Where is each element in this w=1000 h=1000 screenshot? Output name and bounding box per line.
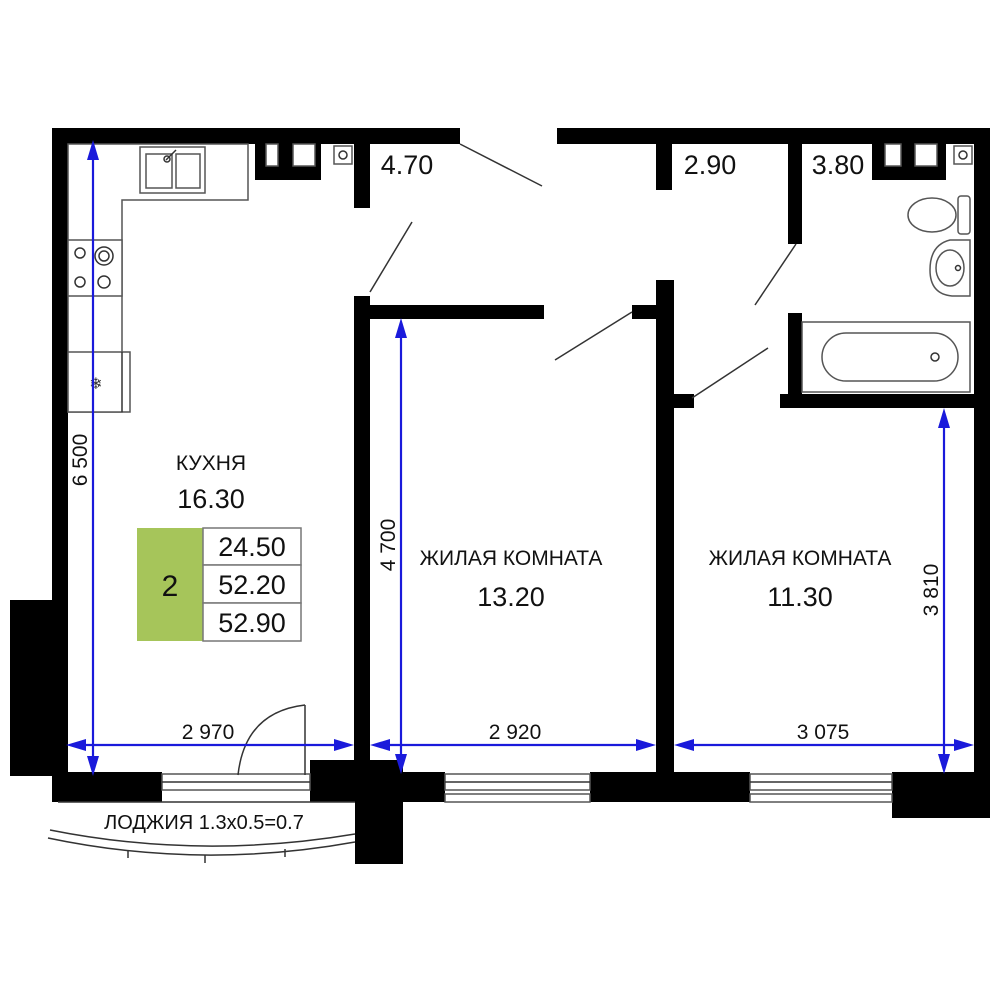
kitchen-height-dim: 6 500 xyxy=(69,434,92,487)
balcony-door xyxy=(237,704,306,776)
fridge-icon: ❄ xyxy=(67,351,131,413)
loggia-outline xyxy=(47,801,356,863)
living1-area: 13.20 xyxy=(477,582,545,612)
hall-area: 4.70 xyxy=(381,150,434,180)
windows xyxy=(161,773,893,803)
kitchen-sink-icon xyxy=(139,146,206,194)
living-area-value: 24.50 xyxy=(218,532,286,562)
total-area-value: 52.20 xyxy=(218,570,286,600)
corridor-area: 2.90 xyxy=(684,150,737,180)
rooms-count-badge xyxy=(137,528,203,641)
stove-icon xyxy=(67,239,123,297)
living2-height-dim: 3 810 xyxy=(920,564,943,617)
living1-height-dim: 4 700 xyxy=(377,519,400,572)
dimension-lines xyxy=(66,140,974,776)
summary-badge: 2 24.50 52.20 52.90 xyxy=(137,527,302,642)
svg-text:❄: ❄ xyxy=(89,374,102,393)
kitchen-area: 16.30 xyxy=(177,484,245,514)
living1-name: ЖИЛАЯ КОМНАТА xyxy=(420,547,603,570)
washbasin-icon xyxy=(929,239,971,297)
meter-box xyxy=(333,145,353,165)
door-lines xyxy=(369,143,797,399)
living2-width-dim: 3 075 xyxy=(797,721,850,744)
kitchen-name: КУХНЯ xyxy=(176,452,246,475)
toilet-icon xyxy=(907,195,971,235)
living1-width-dim: 2 920 xyxy=(489,721,542,744)
bathtub-icon xyxy=(801,321,971,393)
meter-box xyxy=(953,145,973,165)
rooms-count: 2 xyxy=(162,570,179,603)
walls xyxy=(10,128,990,864)
living2-area: 11.30 xyxy=(767,582,833,612)
kitchen-width-dim: 2 970 xyxy=(182,721,235,744)
living2-name: ЖИЛАЯ КОМНАТА xyxy=(709,547,892,570)
total-with-loggia-value: 52.90 xyxy=(218,608,286,638)
bathroom-area: 3.80 xyxy=(812,150,865,180)
loggia-label: ЛОДЖИЯ 1.3x0.5=0.7 xyxy=(104,812,304,834)
